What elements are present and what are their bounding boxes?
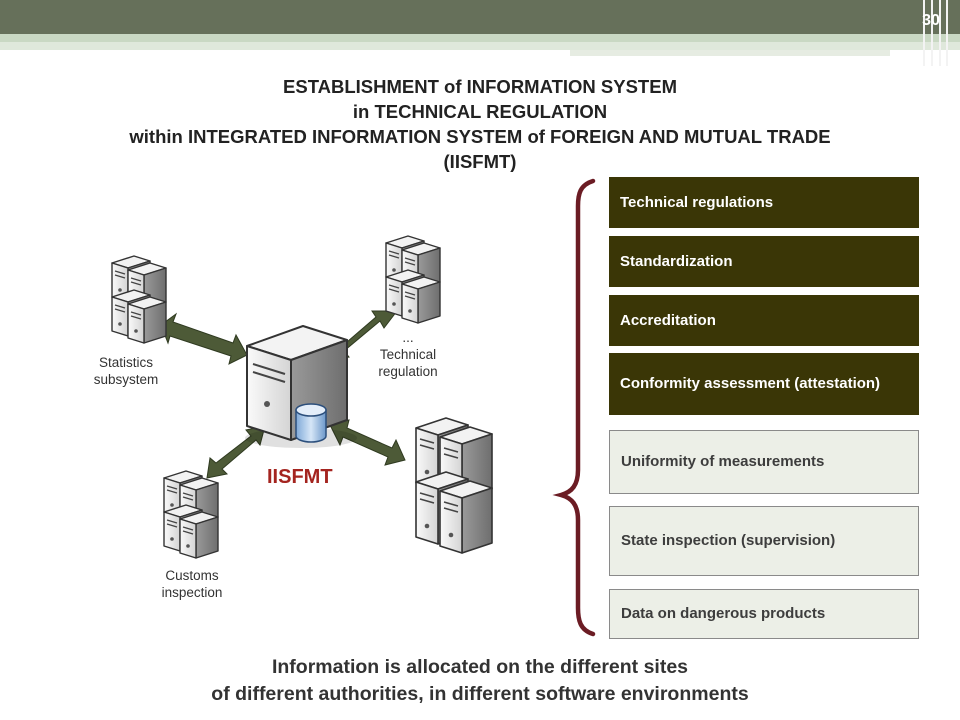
statistics-label: Statistics subsystem <box>86 354 166 388</box>
category-label: State inspection (supervision) <box>621 532 836 549</box>
technical-regulation-server-icon <box>386 236 440 323</box>
footer-line: of different authorities, in different s… <box>211 683 749 705</box>
category-label: Standardization <box>620 252 733 270</box>
title-line: within INTEGRATED INFORMATION SYSTEM of … <box>129 126 831 147</box>
footer-statement: Information is allocated on the differen… <box>0 654 960 708</box>
category-box: Uniformity of measurements <box>609 430 919 494</box>
header-stripe <box>0 42 960 50</box>
title-line: in TECHNICAL REGULATION <box>352 101 608 122</box>
category-box: State inspection (supervision) <box>609 506 919 576</box>
database-icon <box>295 403 327 443</box>
label-line: inspection <box>161 585 223 600</box>
label-line: Technical <box>379 347 437 362</box>
header-rule <box>923 0 925 66</box>
arrow-server-link <box>329 419 406 466</box>
slide-header-bar <box>0 0 960 34</box>
label-line: subsystem <box>93 372 159 387</box>
slide-title: ESTABLISHMENT of INFORMATION SYSTEM in T… <box>0 74 960 174</box>
category-label: Accreditation <box>620 311 716 329</box>
header-rule <box>931 0 933 66</box>
page-number: 30 <box>922 12 940 29</box>
category-box: Conformity assessment (attestation) <box>609 353 919 415</box>
footer-line: Information is allocated on the differen… <box>271 656 689 678</box>
category-label: Technical regulations <box>620 193 774 211</box>
label-line: regulation <box>378 364 438 379</box>
central-server-icon <box>245 325 357 448</box>
label-line: Statistics <box>98 355 153 370</box>
header-rule <box>946 0 948 66</box>
customs-server-icon <box>164 471 218 558</box>
arrow-statistics-link <box>160 312 248 365</box>
category-label: Uniformity of measurements <box>621 453 825 470</box>
central-system-label: IISFMT <box>267 466 333 488</box>
category-box: Standardization <box>609 236 919 287</box>
category-box: Data on dangerous products <box>609 589 919 639</box>
header-rule <box>939 0 941 66</box>
header-stripe <box>0 34 960 42</box>
label-line: ... <box>402 330 414 345</box>
grouping-brace <box>552 178 596 637</box>
header-stripe <box>570 50 890 56</box>
technical-regulation-label: ... Technical regulation <box>368 329 448 380</box>
title-line: ESTABLISHMENT of INFORMATION SYSTEM <box>283 76 677 97</box>
category-box: Accreditation <box>609 295 919 346</box>
large-server-cluster-icon <box>415 417 493 554</box>
label-line: Customs <box>165 568 219 583</box>
customs-label: Customs inspection <box>150 567 234 601</box>
category-label: Data on dangerous products <box>621 605 826 622</box>
category-box: Technical regulations <box>609 177 919 228</box>
statistics-server-icon <box>112 256 166 343</box>
title-line: (IISFMT) <box>443 151 517 172</box>
category-label: Conformity assessment (attestation) <box>620 375 881 392</box>
